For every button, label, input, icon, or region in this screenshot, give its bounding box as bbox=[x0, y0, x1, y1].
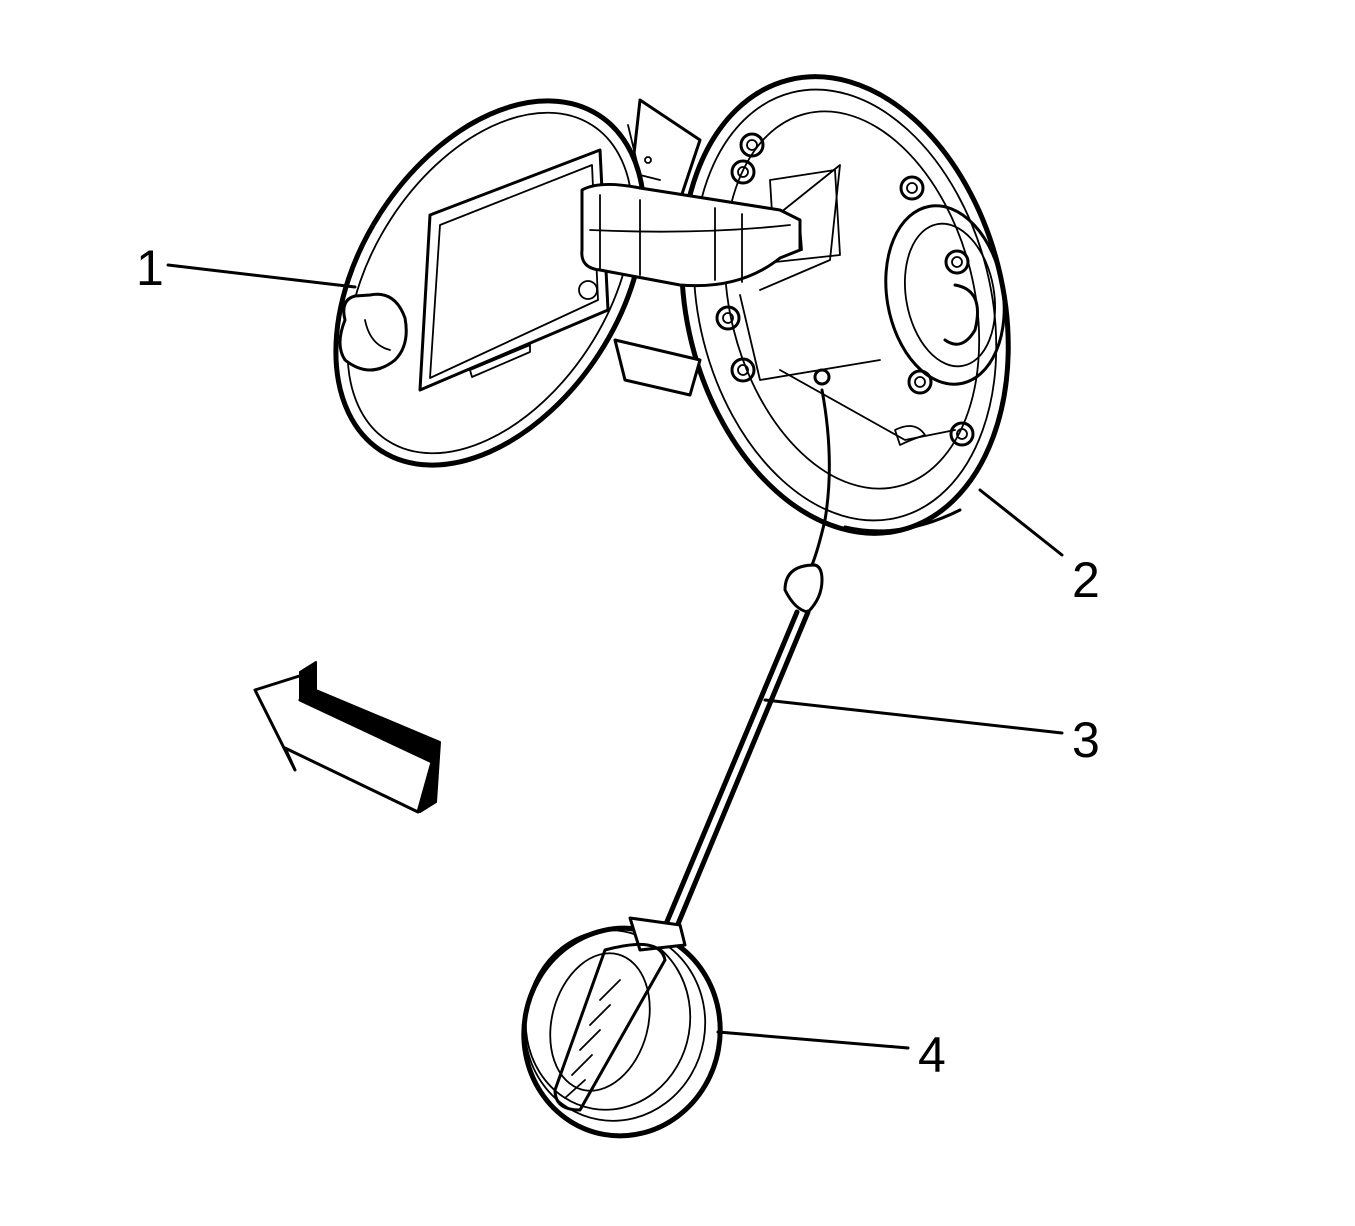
leader-line-2 bbox=[978, 488, 1064, 557]
fuel-cap bbox=[521, 916, 723, 1139]
callout-1: 1 bbox=[136, 240, 164, 296]
callout-2: 2 bbox=[1072, 552, 1100, 608]
hinge-arm bbox=[578, 183, 802, 300]
fuel-cap-tether bbox=[663, 388, 831, 927]
direction-arrow-icon bbox=[253, 661, 441, 814]
leader-line-4 bbox=[716, 1030, 910, 1050]
leader-lines bbox=[166, 263, 1064, 1050]
leader-line-1 bbox=[166, 263, 357, 289]
fuel-filler-housing bbox=[679, 74, 1011, 536]
callout-4: 4 bbox=[918, 1027, 946, 1083]
callout-3: 3 bbox=[1072, 712, 1100, 768]
fuel-door bbox=[333, 98, 647, 468]
housing-nuts bbox=[715, 132, 975, 447]
leader-line-3 bbox=[763, 698, 1064, 735]
